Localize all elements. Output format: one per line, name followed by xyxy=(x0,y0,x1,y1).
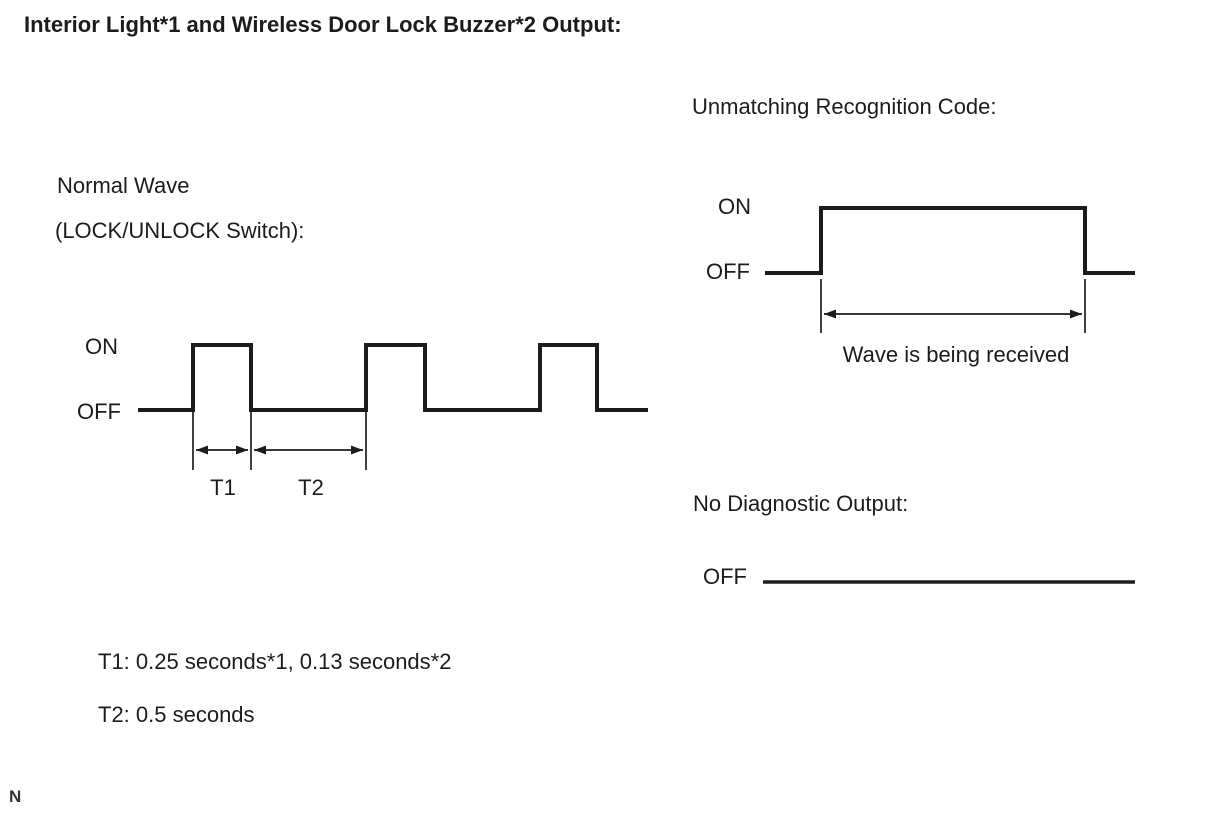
figure-title: Interior Light*1 and Wireless Door Lock … xyxy=(24,12,622,37)
wave-received-label: Wave is being received xyxy=(842,342,1070,367)
unmatching-on-label: ON xyxy=(718,194,751,219)
t2-timing-note: T2: 0.5 seconds xyxy=(98,702,255,727)
unmatching-heading: Unmatching Recognition Code: xyxy=(692,94,997,119)
normal-wave-trace xyxy=(138,343,648,412)
no-diagnostic-heading: No Diagnostic Output: xyxy=(693,491,909,516)
page-corner-mark: N xyxy=(9,787,22,806)
normal-wave-heading-line1: Normal Wave xyxy=(57,173,190,198)
dimension-arrow xyxy=(196,445,248,455)
normal-wave-on-label: ON xyxy=(85,334,118,359)
normal-wave-off-label: OFF xyxy=(77,399,121,424)
t2-dimension-label: T2 xyxy=(298,475,324,500)
normal-wave-heading-line2: (LOCK/UNLOCK Switch): xyxy=(55,218,305,243)
no-diagnostic-off-label: OFF xyxy=(703,564,747,589)
t1-timing-note: T1: 0.25 seconds*1, 0.13 seconds*2 xyxy=(98,649,452,674)
unmatching-off-label: OFF xyxy=(706,259,750,284)
t1-dimension-label: T1 xyxy=(210,475,236,500)
dimension-arrow xyxy=(254,445,363,455)
dimension-arrow xyxy=(824,309,1082,319)
unmatching-wave-trace xyxy=(765,206,1135,275)
